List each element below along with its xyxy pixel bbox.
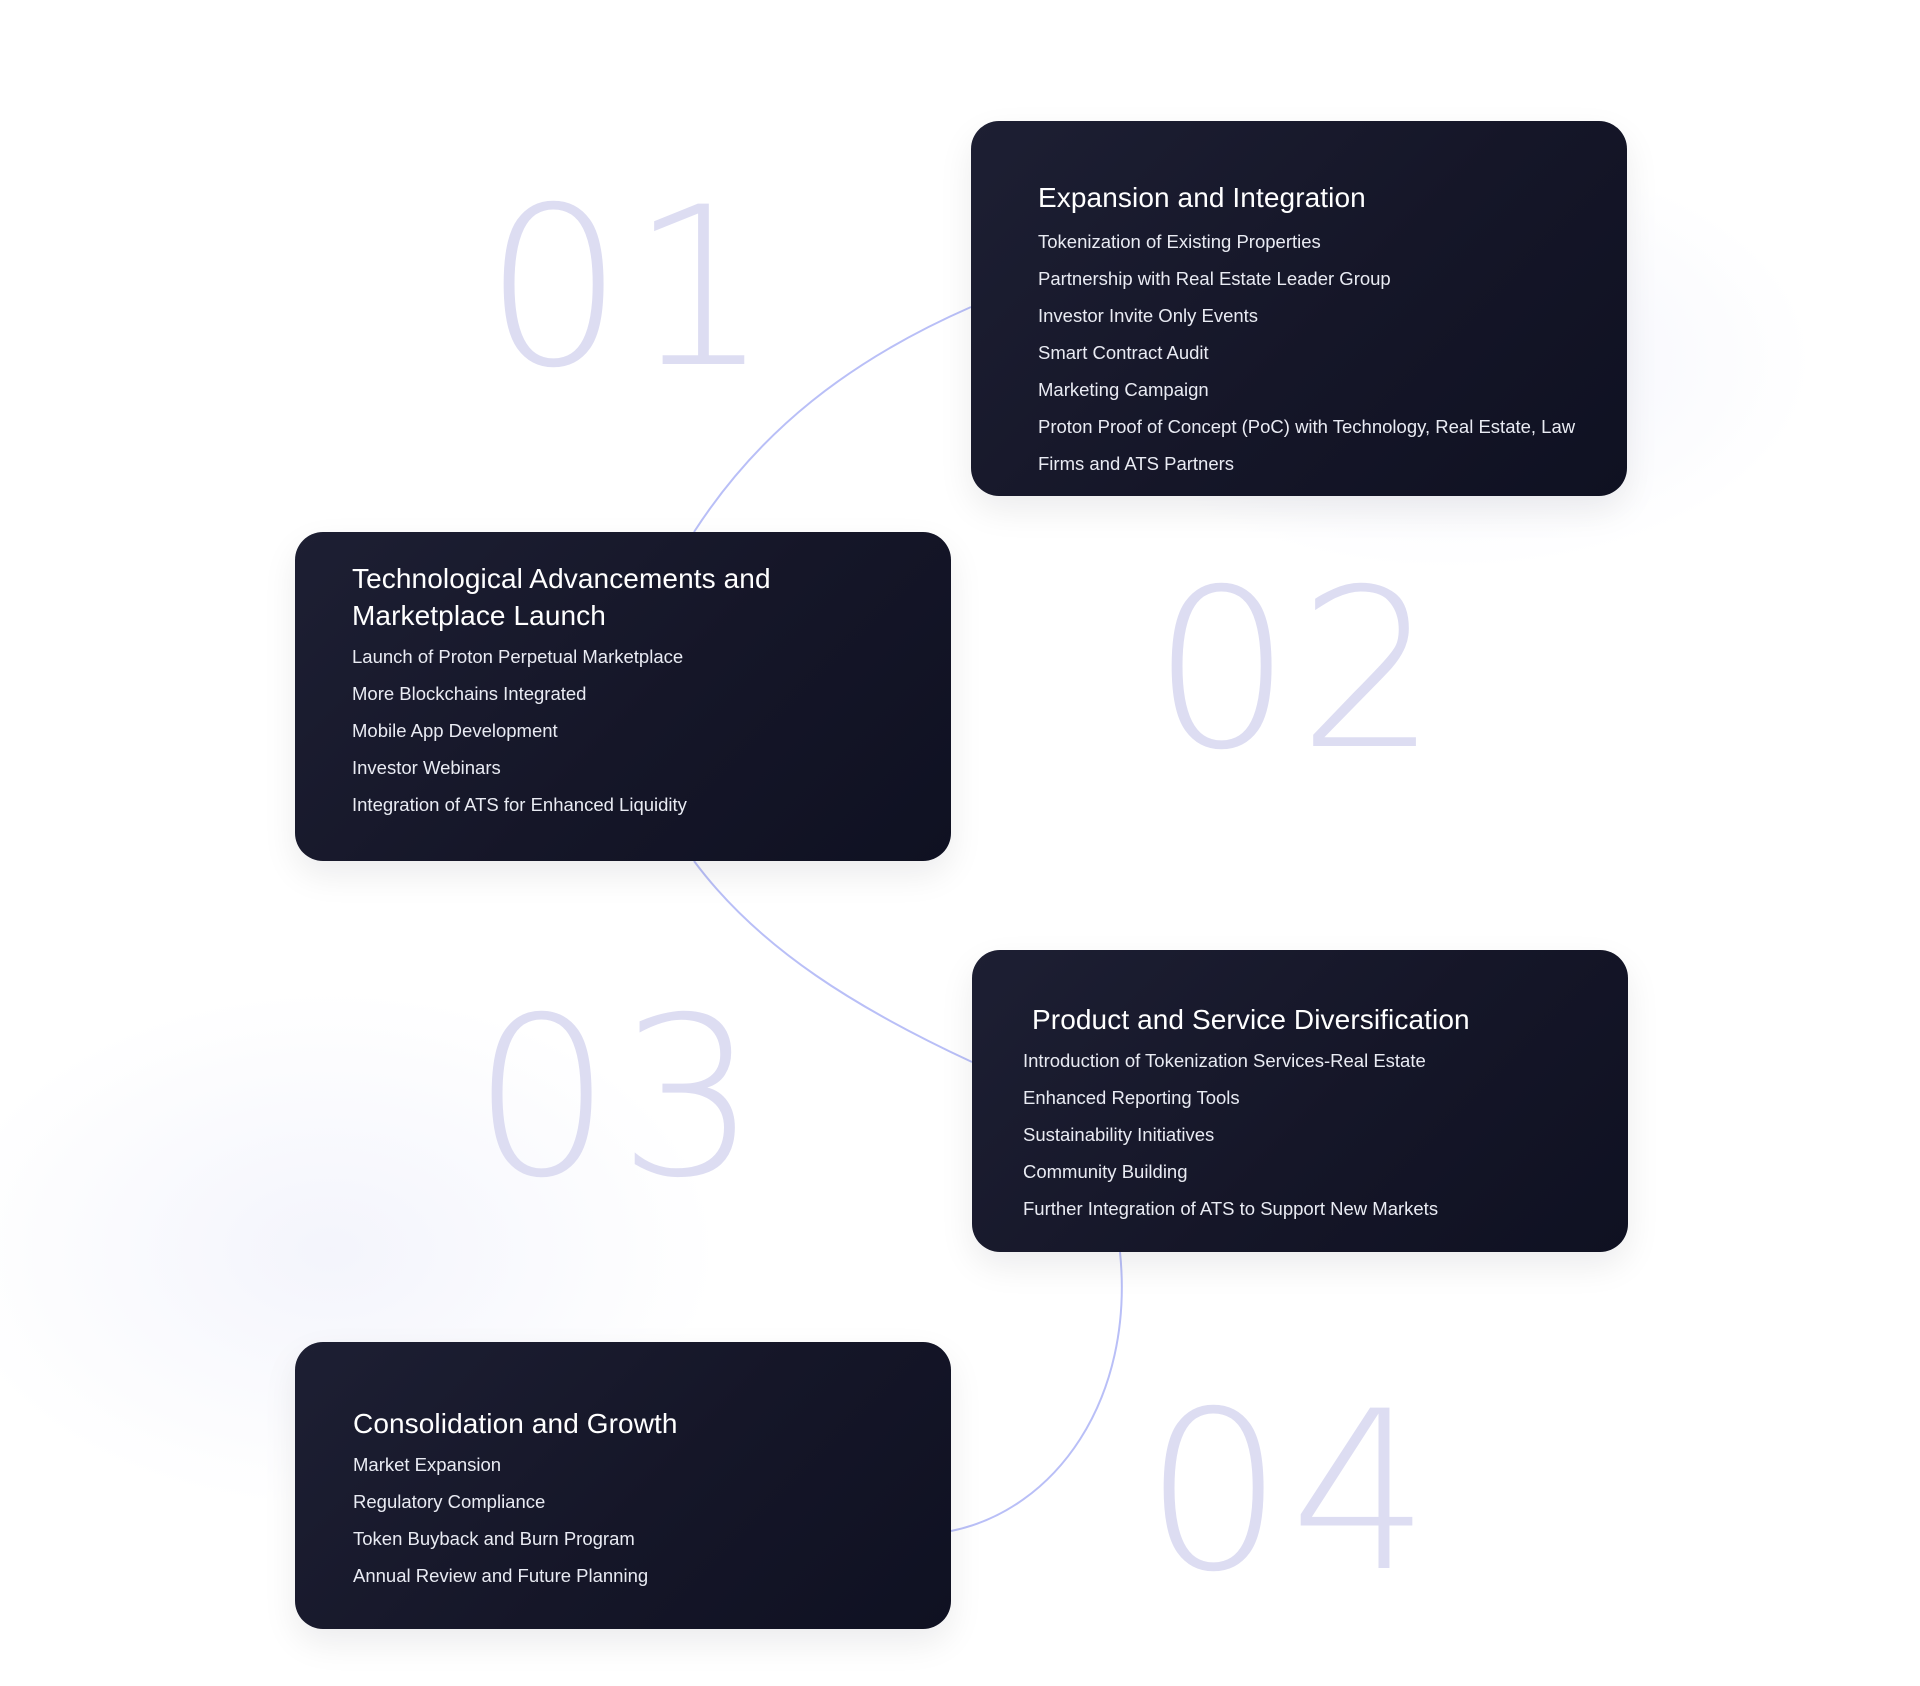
roadmap-card-items: Market Expansion Regulatory Compliance T… xyxy=(353,1446,921,1594)
roadmap-item: Community Building xyxy=(1023,1161,1188,1182)
roadmap-item: Further Integration of ATS to Support Ne… xyxy=(1023,1198,1439,1219)
roadmap-card-01: Expansion and Integration Tokenization o… xyxy=(971,121,1627,496)
roadmap-card-items: Introduction of Tokenization Services-Re… xyxy=(1023,1042,1598,1227)
step-number-02: 02 xyxy=(1152,542,1444,798)
roadmap-item: Sustainability Initiatives xyxy=(1023,1124,1215,1145)
step-number-03: 03 xyxy=(472,970,764,1226)
roadmap-item: Proton Proof of Concept (PoC) with Techn… xyxy=(1038,416,1576,474)
roadmap-item: Mobile App Development xyxy=(352,720,558,741)
connector-line-03-04 xyxy=(950,1251,1123,1532)
roadmap-item: Marketing Campaign xyxy=(1038,379,1209,400)
roadmap-card-items: Tokenization of Existing Properties Part… xyxy=(1038,223,1597,482)
roadmap-item: Smart Contract Audit xyxy=(1038,342,1209,363)
roadmap-item: Enhanced Reporting Tools xyxy=(1023,1087,1240,1108)
step-number-01: 01 xyxy=(484,160,776,416)
roadmap-item: Annual Review and Future Planning xyxy=(353,1565,649,1586)
roadmap-item: Partnership with Real Estate Leader Grou… xyxy=(1038,268,1391,289)
roadmap-item: Tokenization of Existing Properties xyxy=(1038,231,1321,252)
roadmap-item: Integration of ATS for Enhanced Liquidit… xyxy=(352,794,687,815)
roadmap-card-title: Consolidation and Growth xyxy=(353,1408,678,1439)
step-number-04: 04 xyxy=(1144,1364,1436,1620)
roadmap-item: Token Buyback and Burn Program xyxy=(353,1528,635,1549)
roadmap-card-title: Technological Advancements and Marketpla… xyxy=(352,563,771,631)
roadmap-card-items: Launch of Proton Perpetual Marketplace M… xyxy=(352,638,921,823)
roadmap-card-03: Product and Service Diversification Intr… xyxy=(972,950,1628,1252)
roadmap-item: More Blockchains Integrated xyxy=(352,683,587,704)
roadmap-card-title: Product and Service Diversification xyxy=(1032,1004,1470,1035)
roadmap-item: Investor Webinars xyxy=(352,757,501,778)
roadmap-item: Regulatory Compliance xyxy=(353,1491,546,1512)
roadmap-item: Introduction of Tokenization Services-Re… xyxy=(1023,1050,1426,1071)
roadmap-card-04: Consolidation and Growth Market Expansio… xyxy=(295,1342,951,1629)
roadmap-card-02: Technological Advancements and Marketpla… xyxy=(295,532,951,861)
roadmap-item: Market Expansion xyxy=(353,1454,502,1475)
roadmap-item: Launch of Proton Perpetual Marketplace xyxy=(352,646,684,667)
roadmap-item: Investor Invite Only Events xyxy=(1038,305,1259,326)
roadmap-card-title: Expansion and Integration xyxy=(1038,182,1366,213)
